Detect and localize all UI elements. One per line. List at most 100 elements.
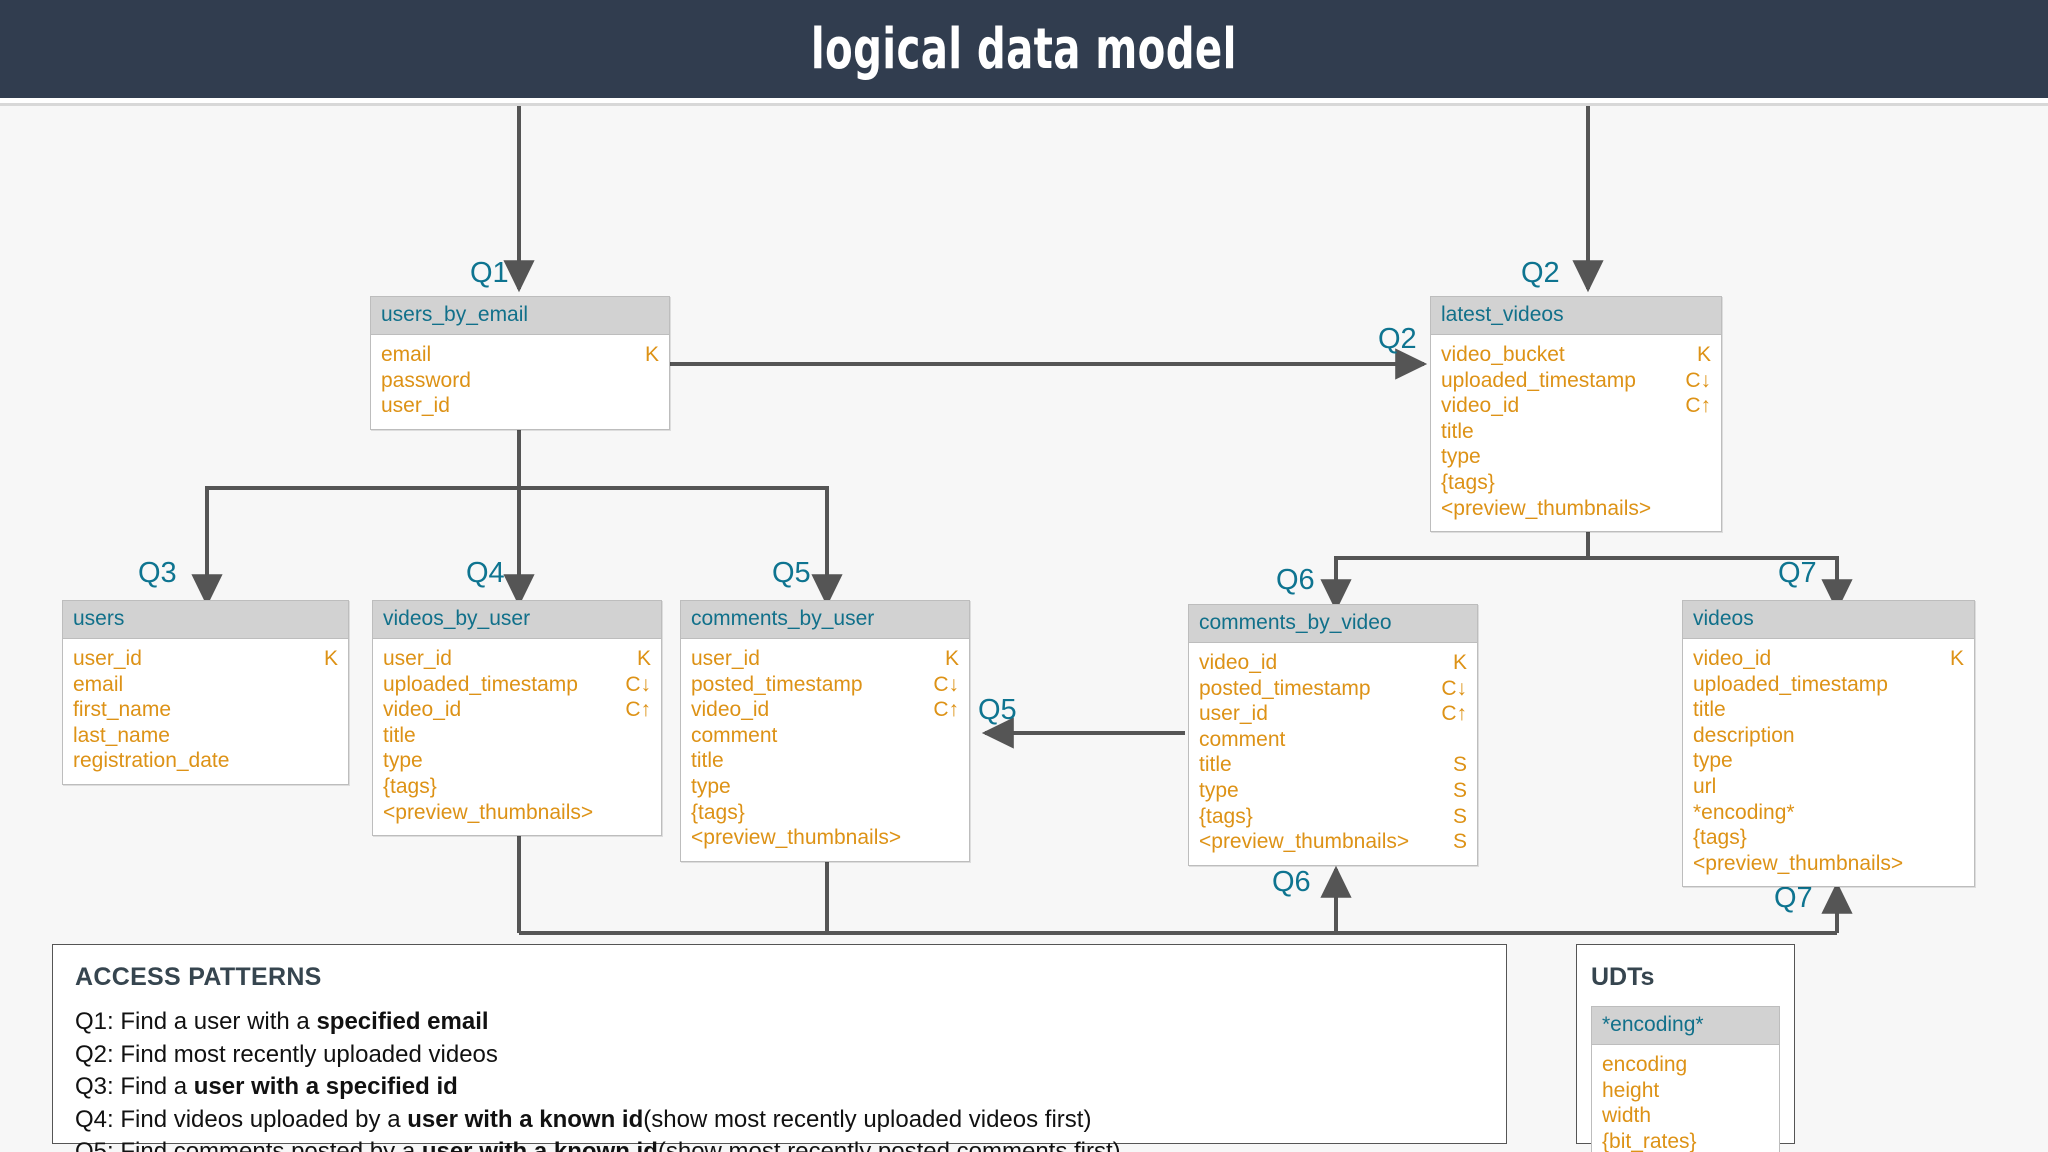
table-header: users_by_email [371,297,669,335]
field-row: {tags} [383,774,651,800]
field-row: height [1602,1078,1769,1104]
access-pattern-item: Q1: Find a user with a specified email [75,1006,1506,1039]
field-row: uploaded_timestamp [1693,672,1964,698]
field-name: <preview_thumbnails> [1199,830,1410,854]
ap-prefix: Q5: Find comments posted by a [75,1138,422,1152]
table-videos-by-user[interactable]: videos_by_user user_id K uploaded_timesta… [372,600,662,837]
field-key: K [323,647,338,670]
q-label-q3: Q3 [138,557,177,589]
field-key: C↓ [933,672,959,696]
field-name: comment [1199,727,1286,751]
field-row: title [691,748,959,774]
field-name: {tags} [1693,826,1747,850]
wire-q5 [519,486,843,607]
wire-q6 [1320,556,1588,612]
field-name: email [73,672,124,696]
field-name: user_id [383,647,452,670]
field-name: title [1693,698,1726,722]
ap-suffix: (show most recently uploaded videos firs… [643,1105,1092,1133]
field-name: {tags} [1441,470,1495,494]
ap-prefix: Q1: Find a user with a [75,1008,317,1035]
field-row: type [691,774,959,800]
field-row: {tags} [691,800,959,826]
q-label-q5: Q5 [772,557,811,589]
field-key: K [636,647,651,670]
field-row: title [1441,419,1711,445]
field-key: S [1452,804,1467,828]
field-name: {tags} [383,774,437,798]
q-label-q4: Q4 [466,557,505,589]
field-name: uploaded_timestamp [383,672,578,696]
field-name: encoding [1602,1053,1688,1076]
field-name: video_id [383,698,462,722]
field-name: registration_date [73,749,230,773]
field-name: height [1602,1078,1660,1102]
table-header: videos_by_user [373,601,661,639]
field-name: video_id [1199,651,1278,674]
q-label-q5-side: Q5 [978,694,1017,726]
field-name: *encoding* [1693,800,1795,824]
field-name: type [1199,778,1239,802]
field-name: user_id [691,647,760,670]
q-label-q7: Q7 [1778,557,1817,589]
udts-title: UDTs [1591,963,1655,991]
field-key: K [644,343,659,366]
field-row: user_id K [383,646,651,672]
q-label-q2-side: Q2 [1378,323,1417,355]
table-header: comments_by_video [1189,605,1477,643]
field-row: first_name [73,697,338,723]
access-patterns-list: Q1: Find a user with a specified email Q… [53,992,1506,1152]
title-bar: logical data model [0,0,2048,98]
field-name: password [381,368,471,392]
q-label-q6-bottom: Q6 [1272,866,1311,898]
table-header: comments_by_user [681,601,969,639]
udt-type-encoding[interactable]: *encoding* encoding height width {bit_ra… [1591,1006,1780,1152]
field-row: <preview_thumbnails> [1441,496,1711,522]
field-key: S [1452,753,1467,777]
field-row: <preview_thumbnails> S [1199,829,1467,855]
field-name: title [383,723,416,747]
field-row: title [1693,697,1964,723]
field-name: type [383,749,423,773]
field-name: posted_timestamp [1199,676,1371,700]
field-key: S [1452,830,1467,854]
field-row: description [1693,723,1964,749]
field-name: video_id [1441,394,1520,418]
udts-panel: UDTs *encoding* encoding height width {b… [1576,944,1795,1152]
field-key: C↓ [625,672,651,696]
q-label-q2-top: Q2 [1521,257,1560,289]
field-row: width [1602,1103,1769,1129]
field-name: comment [691,723,778,747]
field-key: K [1949,647,1964,670]
q-label-q1-top: Q1 [470,257,509,289]
field-row: {tags} [1693,825,1964,851]
field-row: posted_timestamp C↓ [691,672,959,698]
field-key: C↑ [1441,702,1467,726]
field-row: uploaded_timestamp C↓ [383,672,651,698]
field-name: {bit_rates} [1602,1129,1697,1152]
field-name: posted_timestamp [691,672,863,696]
ap-emphasis: user with a known id [421,1138,658,1152]
ap-emphasis: user with a known id [407,1105,644,1133]
field-key: S [1452,778,1467,802]
ap-prefix: Q4: Find videos uploaded by a [75,1105,408,1133]
